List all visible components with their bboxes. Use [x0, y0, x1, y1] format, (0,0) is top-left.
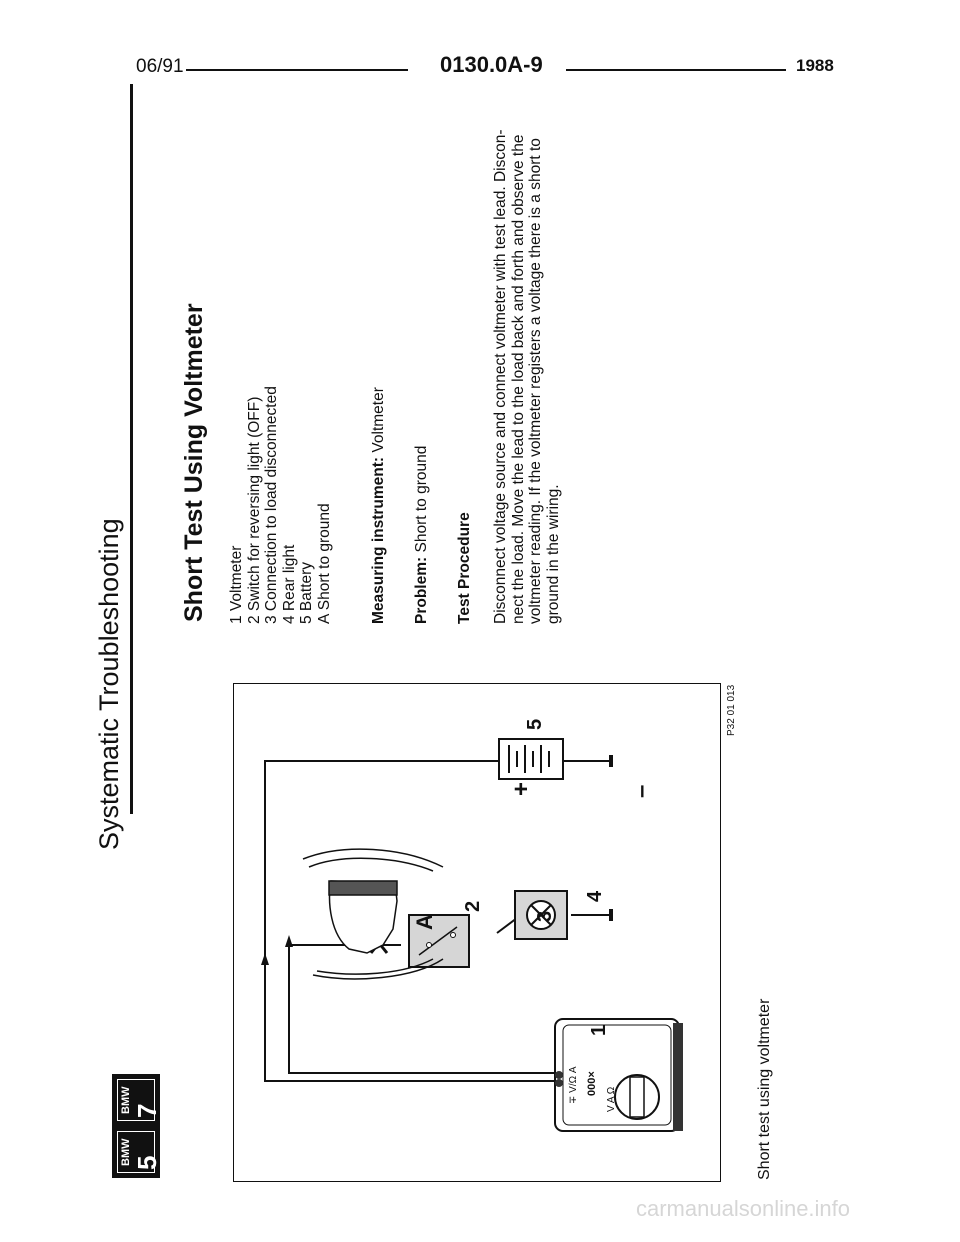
label-switch: 2 [462, 900, 484, 912]
procedure-heading: Test Procedure [456, 512, 473, 624]
label-rear-light: 4 [584, 890, 606, 902]
wiring-diagram [261, 738, 683, 1132]
header-rule-right [566, 69, 786, 71]
problem-label: Problem: [413, 556, 430, 624]
label-short: A [412, 914, 437, 930]
legend-item: 3 Connection to load disconnected [263, 386, 280, 624]
procedure-text: Disconnect voltage source and connect vo… [492, 129, 562, 624]
meter-units: V A Ω [606, 1086, 617, 1112]
problem-value: Short to ground [413, 445, 430, 553]
header-date: 06/91 [136, 56, 184, 77]
legend-list: 1 Voltmeter 2 Switch for reversing light… [228, 386, 333, 624]
label-battery: 5 [524, 718, 546, 730]
doc-title: Short Test Using Voltmeter [180, 303, 208, 622]
label-minus: – [628, 784, 655, 798]
bmw-badge-series-7: BMW 7 [112, 1074, 162, 1126]
measuring-instrument: Measuring instrument: Voltmeter [370, 387, 388, 624]
bmw-badge-series-5: BMW 5 [112, 1126, 162, 1178]
measuring-label: Measuring instrument: [370, 456, 387, 624]
legend-item: A Short to ground [315, 503, 333, 624]
section-vertical-rule [130, 84, 133, 814]
lead-arrow-2 [285, 935, 293, 947]
meter-scale-text: ∓ V/Ω A [568, 1066, 579, 1104]
label-connection: 3 [534, 910, 556, 922]
figure-frame [233, 683, 721, 1182]
label-plus: + [508, 781, 535, 796]
measuring-value: Voltmeter [370, 387, 387, 453]
section-title: Systematic Troubleshooting [94, 518, 124, 850]
load-lead-wire [288, 943, 555, 1074]
legend-item: 1 Voltmeter [228, 545, 245, 624]
test-lead-wire [264, 760, 555, 1082]
header-doc-code: 0130.0A-9 [440, 52, 543, 77]
watermark: carmanualsonline.info [636, 1196, 851, 1221]
legend-item: 4 Rear light [280, 544, 298, 624]
label-voltmeter: 1 [588, 1024, 610, 1036]
figure-caption: Short test using voltmeter [756, 998, 773, 1180]
switch-box [408, 914, 470, 968]
header-rule-left [186, 69, 408, 71]
legend-item: 2 Switch for reversing light (OFF) [245, 396, 263, 624]
header-year: 1988 [796, 56, 834, 75]
rear-light-box [514, 890, 568, 940]
figure-code: P32 01 013 [726, 684, 737, 736]
voltmeter [554, 1018, 683, 1132]
lead-arrow-1 [261, 953, 269, 965]
problem: Problem: Short to ground [413, 446, 431, 624]
hand-illustration [302, 848, 444, 980]
legend-item: 5 Battery [298, 561, 315, 624]
battery [498, 738, 564, 780]
meter-display: 000× [586, 1071, 598, 1096]
